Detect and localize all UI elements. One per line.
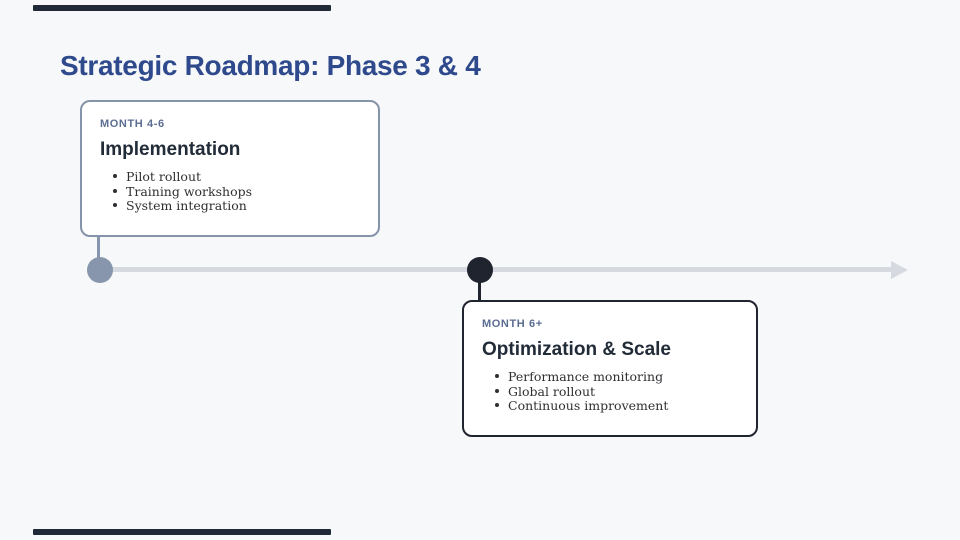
list-item: Continuous improvement [482,398,738,414]
milestone-card-implementation: MONTH 4-6 Implementation Pilot rollout T… [80,100,380,237]
list-item-text: Global rollout [508,383,596,399]
bullet-icon [113,188,117,193]
period-label: MONTH 4-6 [100,118,165,130]
list-item-text: Pilot rollout [126,169,202,184]
period-label: MONTH 6+ [482,318,543,330]
list-item-text: Training workshops [126,183,253,199]
milestone-title: Optimization & Scale [482,339,671,360]
milestone-item-list: Performance monitoring Global rollout Co… [482,369,738,414]
milestone-dot-1 [87,257,113,283]
milestone-connector-2 [478,272,481,302]
list-item: Performance monitoring [482,369,738,385]
list-item-text: Performance monitoring [508,369,664,384]
top-accent-bar [33,5,331,11]
milestone-connector-1 [97,236,100,268]
milestone-dot-2 [467,257,493,283]
list-item-text: Continuous improvement [508,398,669,413]
milestone-card-optimization: MONTH 6+ Optimization & Scale Performanc… [462,300,758,437]
bullet-icon [113,203,117,207]
list-item: Training workshops [100,183,360,200]
list-item: System integration [100,198,360,214]
bottom-accent-bar [33,529,331,535]
page-title: Strategic Roadmap: Phase 3 & 4 [60,50,481,81]
arrow-right-icon [891,261,908,279]
list-item: Pilot rollout [100,169,360,185]
milestone-item-list: Pilot rollout Training workshops System … [100,169,360,214]
bullet-icon [113,174,117,178]
list-item: Global rollout [482,383,738,400]
bullet-icon [495,388,499,393]
list-item-text: System integration [126,198,247,213]
bullet-icon [495,374,499,378]
milestone-title: Implementation [100,139,241,160]
timeline-line [100,267,893,272]
bullet-icon [495,403,499,407]
